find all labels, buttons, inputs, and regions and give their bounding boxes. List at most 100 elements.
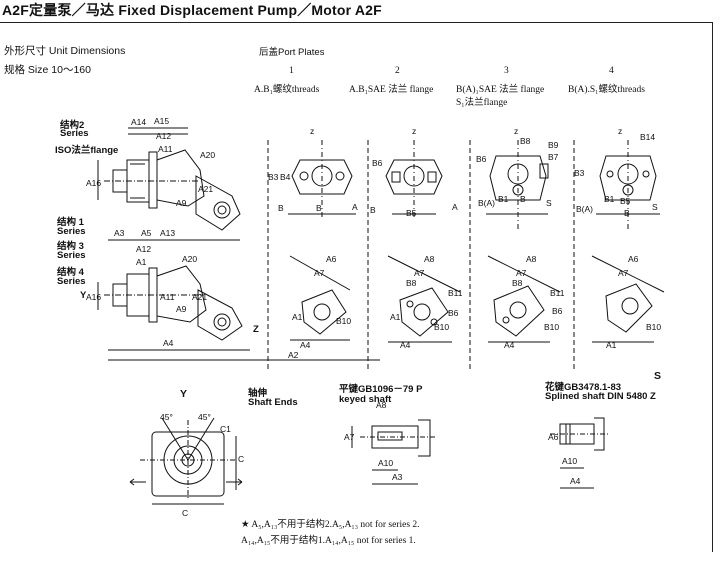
plate3-z: z	[514, 126, 518, 136]
size-range-label: 规格 Size 10～160	[4, 64, 91, 76]
port-plates-label: 后盖Port Plates	[259, 47, 325, 58]
shaft-ends-en: Shaft Ends	[248, 397, 298, 408]
series4-cn: 结构 4	[57, 267, 84, 278]
port-plate-4-front	[573, 140, 660, 370]
dim-a3: A3	[114, 228, 125, 238]
page-title: A2F定量泵／马达 Fixed Displacement Pump／Motor …	[2, 2, 382, 18]
plate2-z: z	[412, 126, 416, 136]
shaft-ends-cn: 轴伸	[248, 388, 268, 399]
title-rule	[0, 22, 712, 23]
plate1-b4: B4	[280, 172, 291, 182]
plate4-s: S	[652, 202, 658, 212]
dim-a12: A12	[156, 131, 171, 141]
plate1-b: B	[278, 203, 284, 213]
port-plate-2-front	[367, 140, 443, 370]
plate4-z: z	[618, 126, 622, 136]
plate3-b6-iso: B6	[552, 306, 563, 316]
splined-shaft-cn: 花键GB3478.1-83	[545, 382, 622, 393]
plate4-b10: B10	[646, 322, 661, 332]
plate2-b6: B6	[372, 158, 383, 168]
plate3-b11: B11	[550, 288, 565, 298]
series3-cn: 结构 3	[57, 241, 84, 252]
plate1-b10: B10	[336, 316, 351, 326]
splined-shaft-en: Splined shaft DIN 5480 Z	[545, 391, 656, 402]
plate2-a8: A8	[424, 254, 435, 264]
plate1-a1: A1	[292, 312, 303, 322]
dim-a11: A11	[158, 144, 173, 154]
series2-cn: 结构2	[60, 120, 85, 131]
plate3-b10: B10	[544, 322, 559, 332]
plate2-b8: B8	[406, 278, 417, 288]
note-line-2: A₁₄,A₁₅不用于结构1.A₁₄,A₁₅ not for series 1.	[241, 536, 416, 546]
plate2-a: A	[452, 202, 458, 212]
port-plate-1-label: A.B₁螺纹threads	[254, 85, 320, 95]
port-plate-3-iso	[487, 255, 561, 343]
plate3-b7: B7	[548, 152, 559, 162]
plate1-b3: B3	[268, 172, 279, 182]
keyed-a3: A3	[392, 472, 403, 482]
y-view-flange	[129, 417, 243, 505]
plate4-b5: B5	[620, 196, 631, 206]
pump-series2-side-view	[104, 149, 241, 231]
dim-a12-b: A12	[136, 244, 151, 254]
splined-a10: A10	[562, 456, 577, 466]
note-line-1: ★ A₅,A₁₃不用于结构2.A₅,A₁₃ not for series 2.	[241, 520, 420, 530]
plate2-a7: A7	[414, 268, 425, 278]
plate2-b10: B10	[434, 322, 449, 332]
plate3-a4: A4	[504, 340, 515, 350]
plate1-a6: A6	[326, 254, 337, 264]
dim-a4-left: A4	[163, 338, 174, 348]
dim-a1: A1	[136, 257, 147, 267]
dim-a13: A13	[160, 228, 175, 238]
y-arrow-label: Y	[80, 290, 87, 301]
port-plate-1-front	[267, 140, 356, 370]
port-plate-3-number: 3	[504, 66, 509, 76]
dim-a2: A2	[288, 350, 299, 360]
y-view-c: C	[238, 454, 244, 464]
plate4-b1: B1	[604, 194, 615, 204]
plate3-a7: A7	[516, 268, 527, 278]
port-plate-4-number: 4	[609, 66, 614, 76]
port-plate-2-number: 2	[395, 66, 400, 76]
plate3-s: S	[546, 198, 552, 208]
dim-a5: A5	[141, 228, 152, 238]
view-s-label: S	[654, 370, 662, 382]
dim-a21: A21	[198, 184, 213, 194]
plate4-a7: A7	[618, 268, 629, 278]
splined-shaft-drawing	[550, 417, 610, 489]
plate3-b9: B9	[548, 140, 559, 150]
keyed-a8: A8	[376, 400, 387, 410]
plate4-b3: B3	[574, 168, 585, 178]
plate3-b6: B6	[476, 154, 487, 164]
plate2-b6: B6	[448, 308, 459, 318]
right-border	[712, 22, 713, 552]
plate4-a1: A1	[606, 340, 617, 350]
y-view-45-right: 45°	[198, 412, 211, 422]
iso-flange-label: ISO法兰flange	[55, 145, 119, 156]
port-plate-1-iso	[289, 255, 351, 341]
z-arrow-label: Z	[253, 324, 259, 335]
series1-cn: 结构 1	[57, 217, 84, 228]
plate1-a4: A4	[300, 340, 311, 350]
plate2-a1: A1	[390, 312, 401, 322]
plate3-b: B	[520, 194, 526, 204]
series3-en: Series	[57, 250, 86, 261]
keyed-shaft-cn: 平键GB1096－79 P	[339, 384, 423, 395]
plate1-a7: A7	[314, 268, 325, 278]
plate4-b: B	[624, 208, 630, 218]
port-plate-3-label: B(A)₁SAE 法兰 flange	[456, 85, 545, 95]
dim-a21-b: A21	[192, 292, 207, 302]
plate3-b1: B1	[498, 194, 509, 204]
dim-a20: A20	[200, 150, 215, 160]
dim-a11-b: A11	[160, 292, 175, 302]
dim-a16-top: A16	[86, 178, 101, 188]
port-plate-1-number: 1	[289, 66, 294, 76]
port-plate-2-label: A.B₁SAE 法兰 flange	[349, 85, 434, 95]
port-plate-3-front	[469, 140, 549, 370]
plate1-a: A	[352, 202, 358, 212]
port-plate-2-iso	[387, 255, 461, 343]
dim-a9: A9	[176, 198, 187, 208]
keyed-shaft-en: keyed shaft	[339, 394, 392, 405]
plate2-b: B	[370, 205, 376, 215]
dimension-labels: A14 A15 A12 A11 A20 A21 A9 A16 A3 A5 A13…	[80, 116, 661, 518]
